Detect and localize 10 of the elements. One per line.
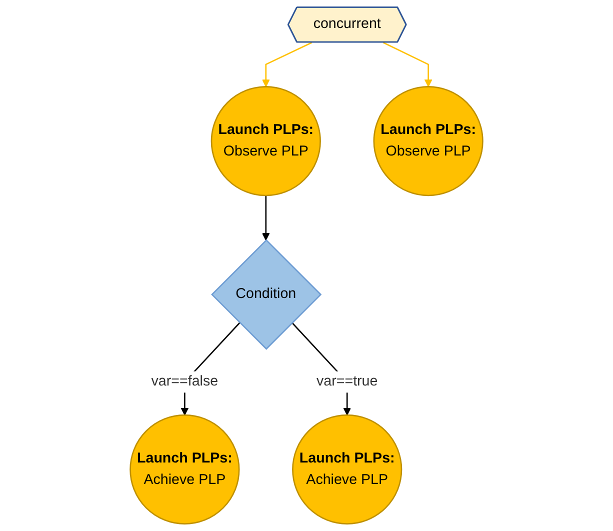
node-diamond: Condition — [211, 239, 322, 350]
edge-label: var==false — [151, 374, 218, 390]
node-circle: Launch PLPs: Observe PLP — [210, 86, 321, 196]
node-circle: Launch PLPs: Observe PLP — [373, 86, 484, 196]
arrow — [262, 196, 270, 241]
edge-label: var==true — [316, 374, 378, 390]
node-circle: Launch PLPs: Achieve PLP — [130, 414, 240, 525]
arrow — [382, 42, 432, 88]
arrow — [262, 42, 312, 88]
node-circle: Launch PLPs: Achieve PLP — [292, 414, 402, 525]
